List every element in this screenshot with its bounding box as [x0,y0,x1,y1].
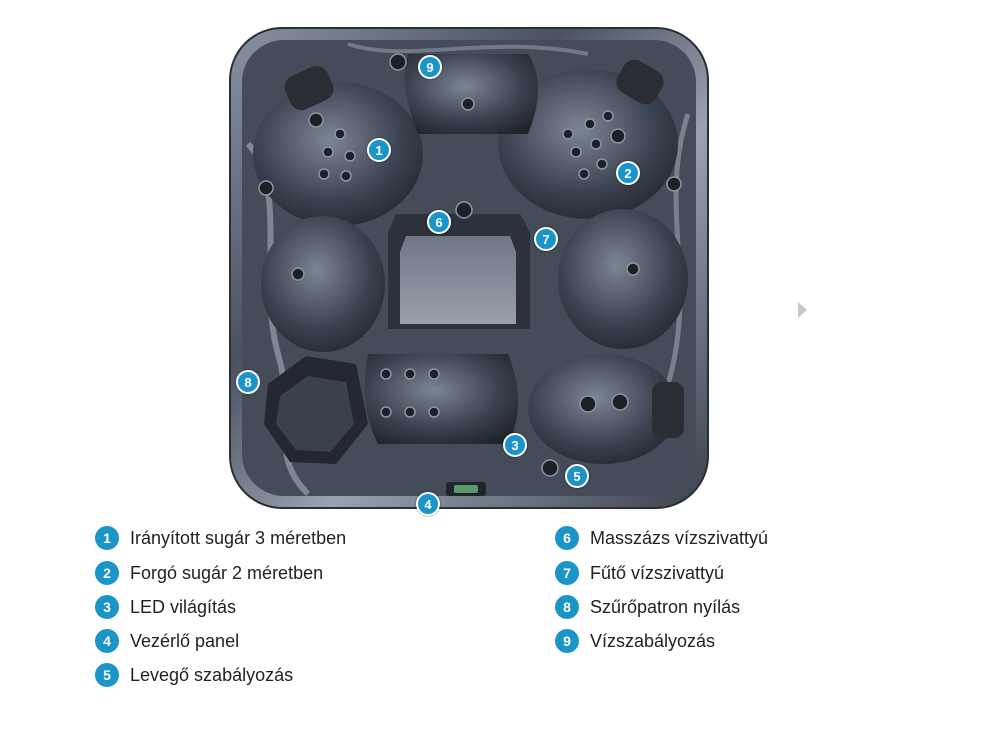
legend-label: Forgó sugár 2 méretben [130,562,324,583]
marker-1: 1 [367,138,391,162]
legend-label: LED világítás [130,596,237,617]
legend-number: 5 [95,663,119,687]
legend-item-9: 9 Vízszabályozás [555,628,715,654]
legend-number: 9 [555,629,579,653]
legend-label: Irányított sugár 3 méretben [130,527,347,548]
legend-number: 1 [95,526,119,550]
marker-7: 7 [534,227,558,251]
hot-tub-diagram: 1 2 3 4 5 6 7 8 9 [228,24,710,516]
legend-label: Masszázs vízszivattyú [590,527,769,548]
marker-6: 6 [427,210,451,234]
legend-number: 4 [95,629,119,653]
legend-item-4: 4 Vezérlő panel [95,628,239,654]
legend-label: Fűtő vízszivattyú [590,562,725,583]
legend-item-2: 2 Forgó sugár 2 méretben [95,560,323,586]
legend-number: 8 [555,595,579,619]
legend-item-1: 1 Irányított sugár 3 méretben [95,525,346,551]
legend-number: 3 [95,595,119,619]
legend-label: Vezérlő panel [130,630,240,651]
legend-item-7: 7 Fűtő vízszivattyú [555,560,724,586]
legend-item-8: 8 Szűrőpatron nyílás [555,594,740,620]
marker-9: 9 [418,55,442,79]
legend-label: Vízszabályozás [590,630,716,651]
next-arrow-icon[interactable] [798,302,807,318]
legend-number: 6 [555,526,579,550]
marker-3: 3 [503,433,527,457]
legend-number: 7 [555,561,579,585]
marker-5: 5 [565,464,589,488]
marker-4: 4 [416,492,440,516]
hot-tub-illustration [229,27,709,509]
legend-label: Szűrőpatron nyílás [590,596,741,617]
marker-2: 2 [616,161,640,185]
legend-item-6: 6 Masszázs vízszivattyú [555,525,768,551]
legend-item-3: 3 LED világítás [95,594,236,620]
marker-8: 8 [236,370,260,394]
legend-number: 2 [95,561,119,585]
legend-label: Levegő szabályozás [130,664,294,685]
legend-item-5: 5 Levegő szabályozás [95,662,293,688]
